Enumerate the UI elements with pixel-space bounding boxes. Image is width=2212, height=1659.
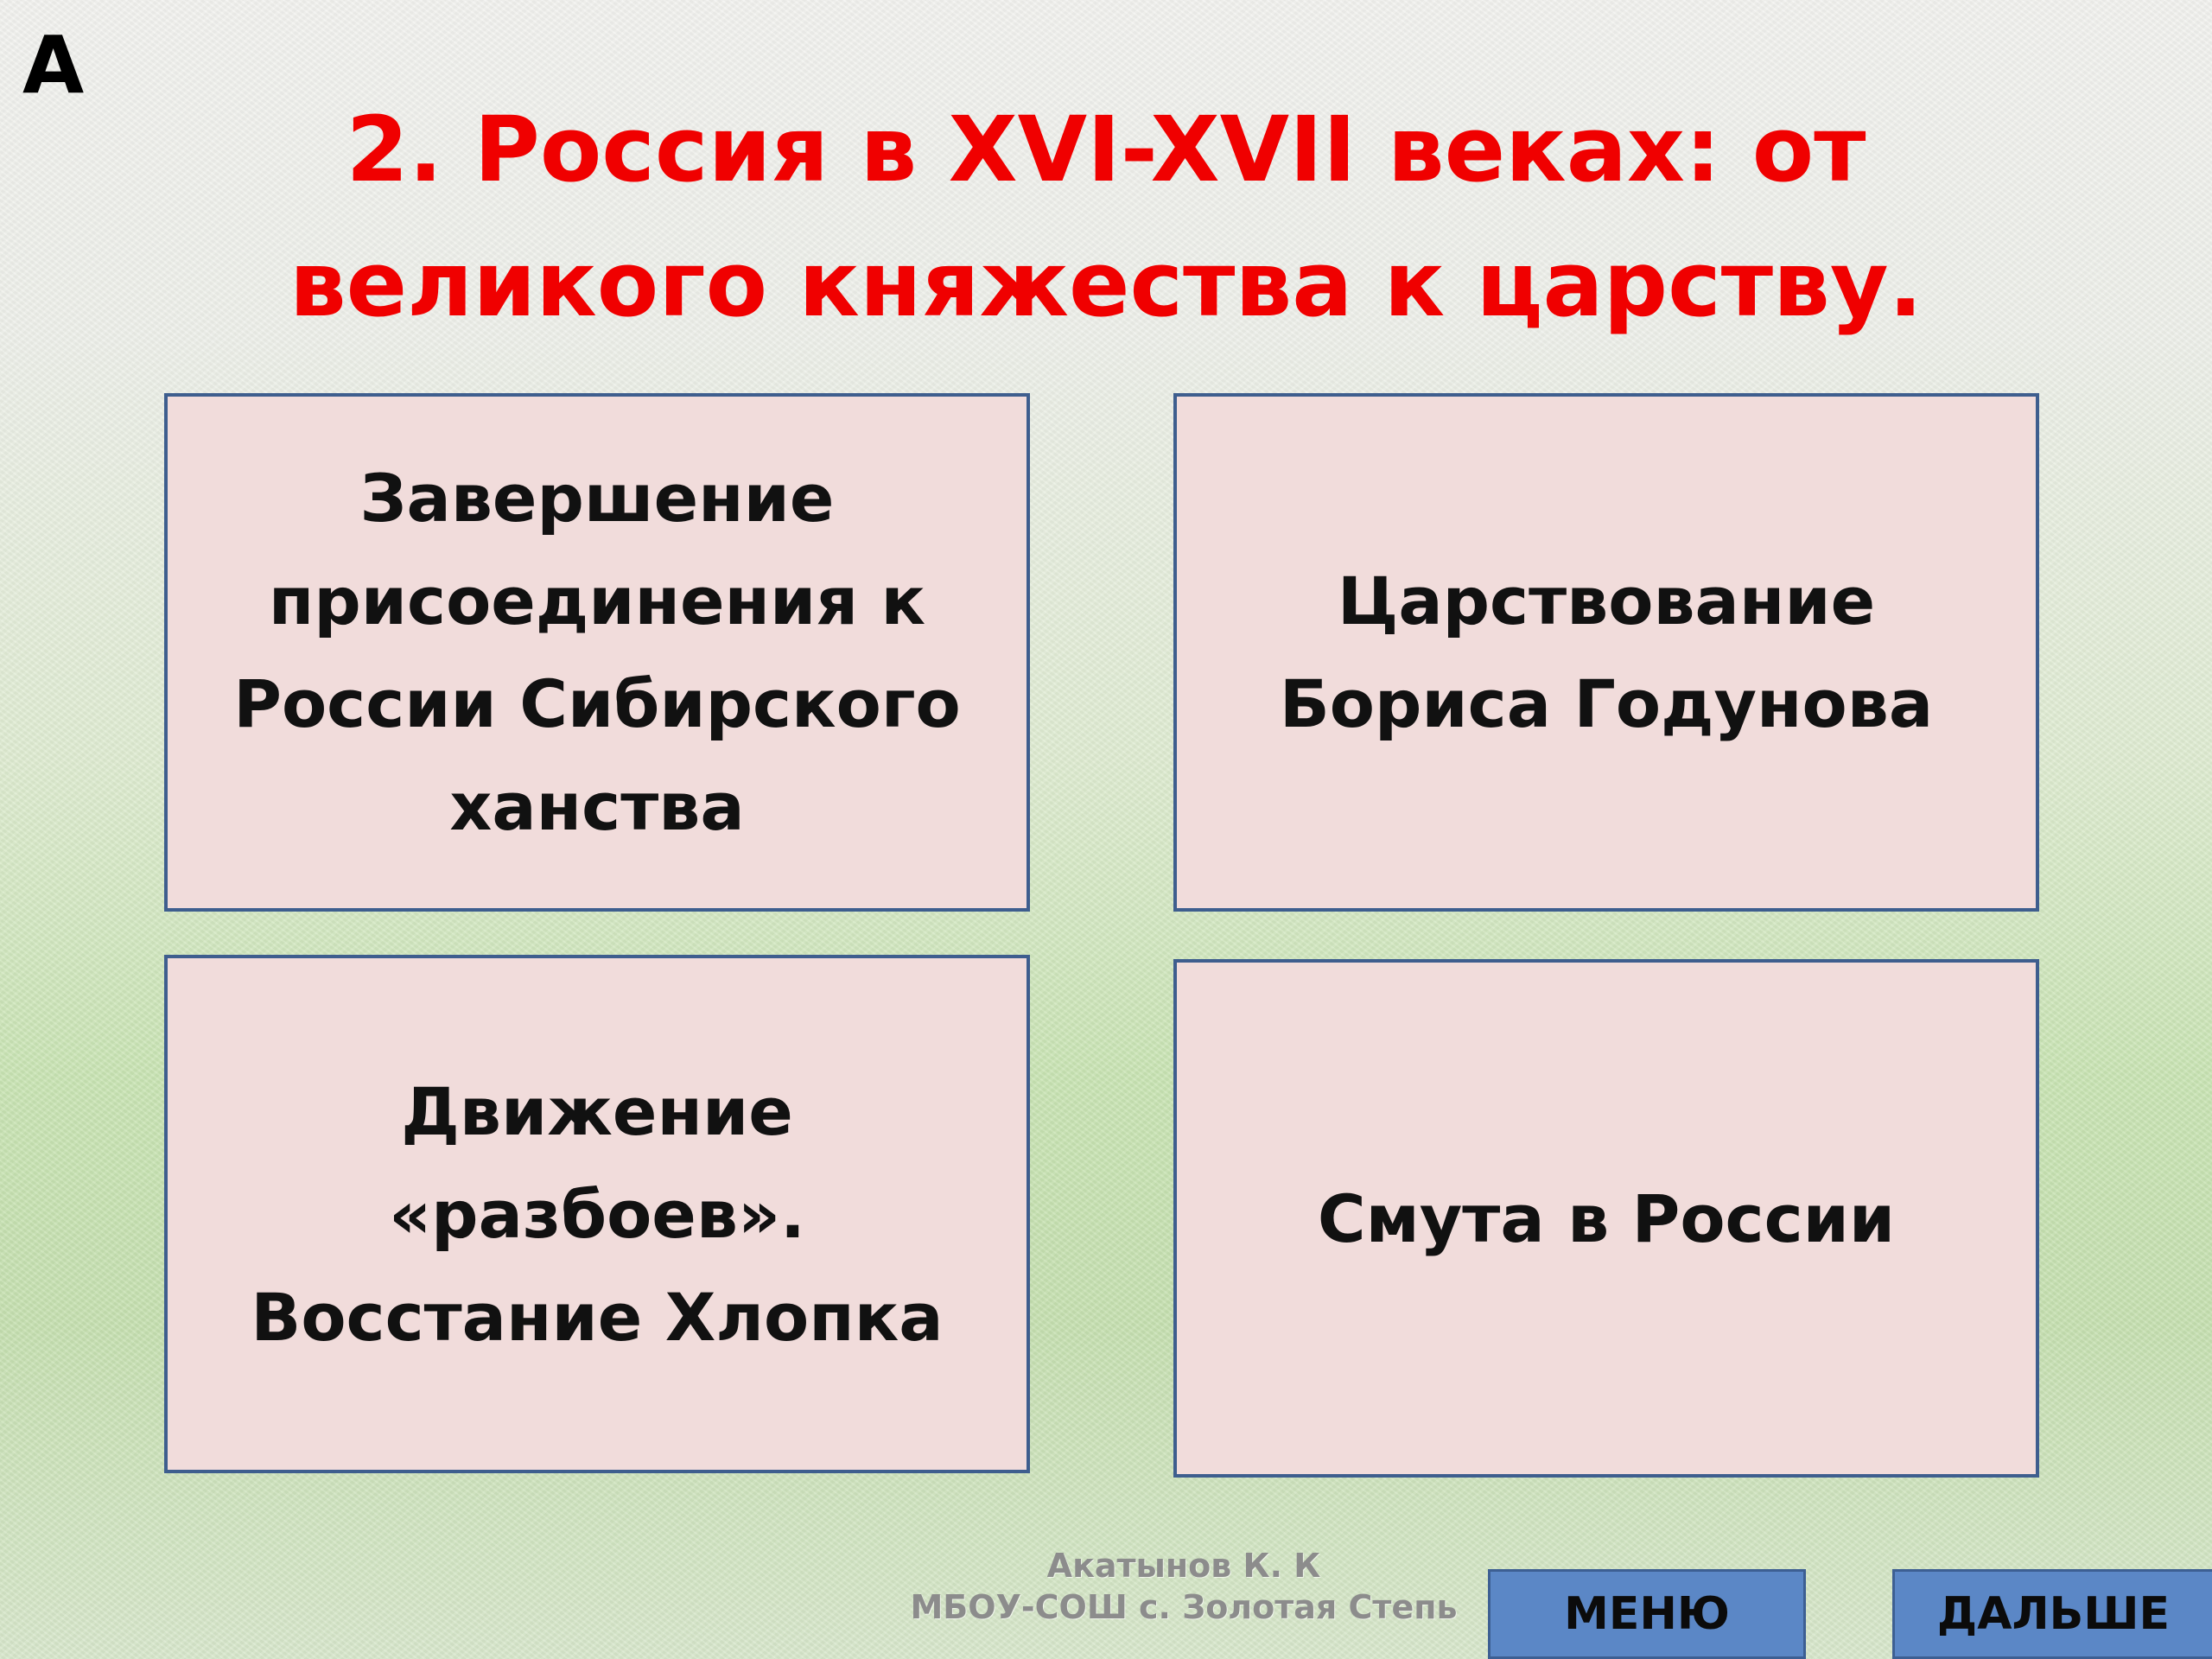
answer-card-boris-godunov[interactable]: Царствование Бориса Годунова [1173, 393, 2039, 912]
author-credit: Акатынов К. К МБОУ-СОШ с. Золотая Степь [890, 1545, 1478, 1628]
answer-card-label: Смута в России [1317, 1179, 1896, 1257]
answer-card-label: Царствование Бориса Годунова [1279, 563, 1934, 742]
answer-card-time-of-troubles[interactable]: Смута в России [1173, 959, 2039, 1478]
answer-card-label: Завершение присоединения к России Сибирс… [233, 460, 961, 845]
answer-card-label: Движение «разбоев». Восстание Хлопка [251, 1072, 944, 1356]
slide-title: 2. Россия в XVI-XVII веках: от великого … [289, 97, 1923, 337]
answer-card-khlopko-uprising[interactable]: Движение «разбоев». Восстание Хлопка [164, 955, 1030, 1473]
next-button[interactable]: ДАЛЬШЕ [1892, 1569, 2212, 1659]
slide-letter: А [22, 19, 85, 111]
author-name: Акатынов К. К [1046, 1547, 1321, 1585]
menu-button[interactable]: МЕНЮ [1488, 1569, 1806, 1659]
answer-card-siberian-khanate[interactable]: Завершение присоединения к России Сибирс… [164, 393, 1030, 912]
author-school: МБОУ-СОШ с. Золотая Степь [910, 1588, 1458, 1626]
